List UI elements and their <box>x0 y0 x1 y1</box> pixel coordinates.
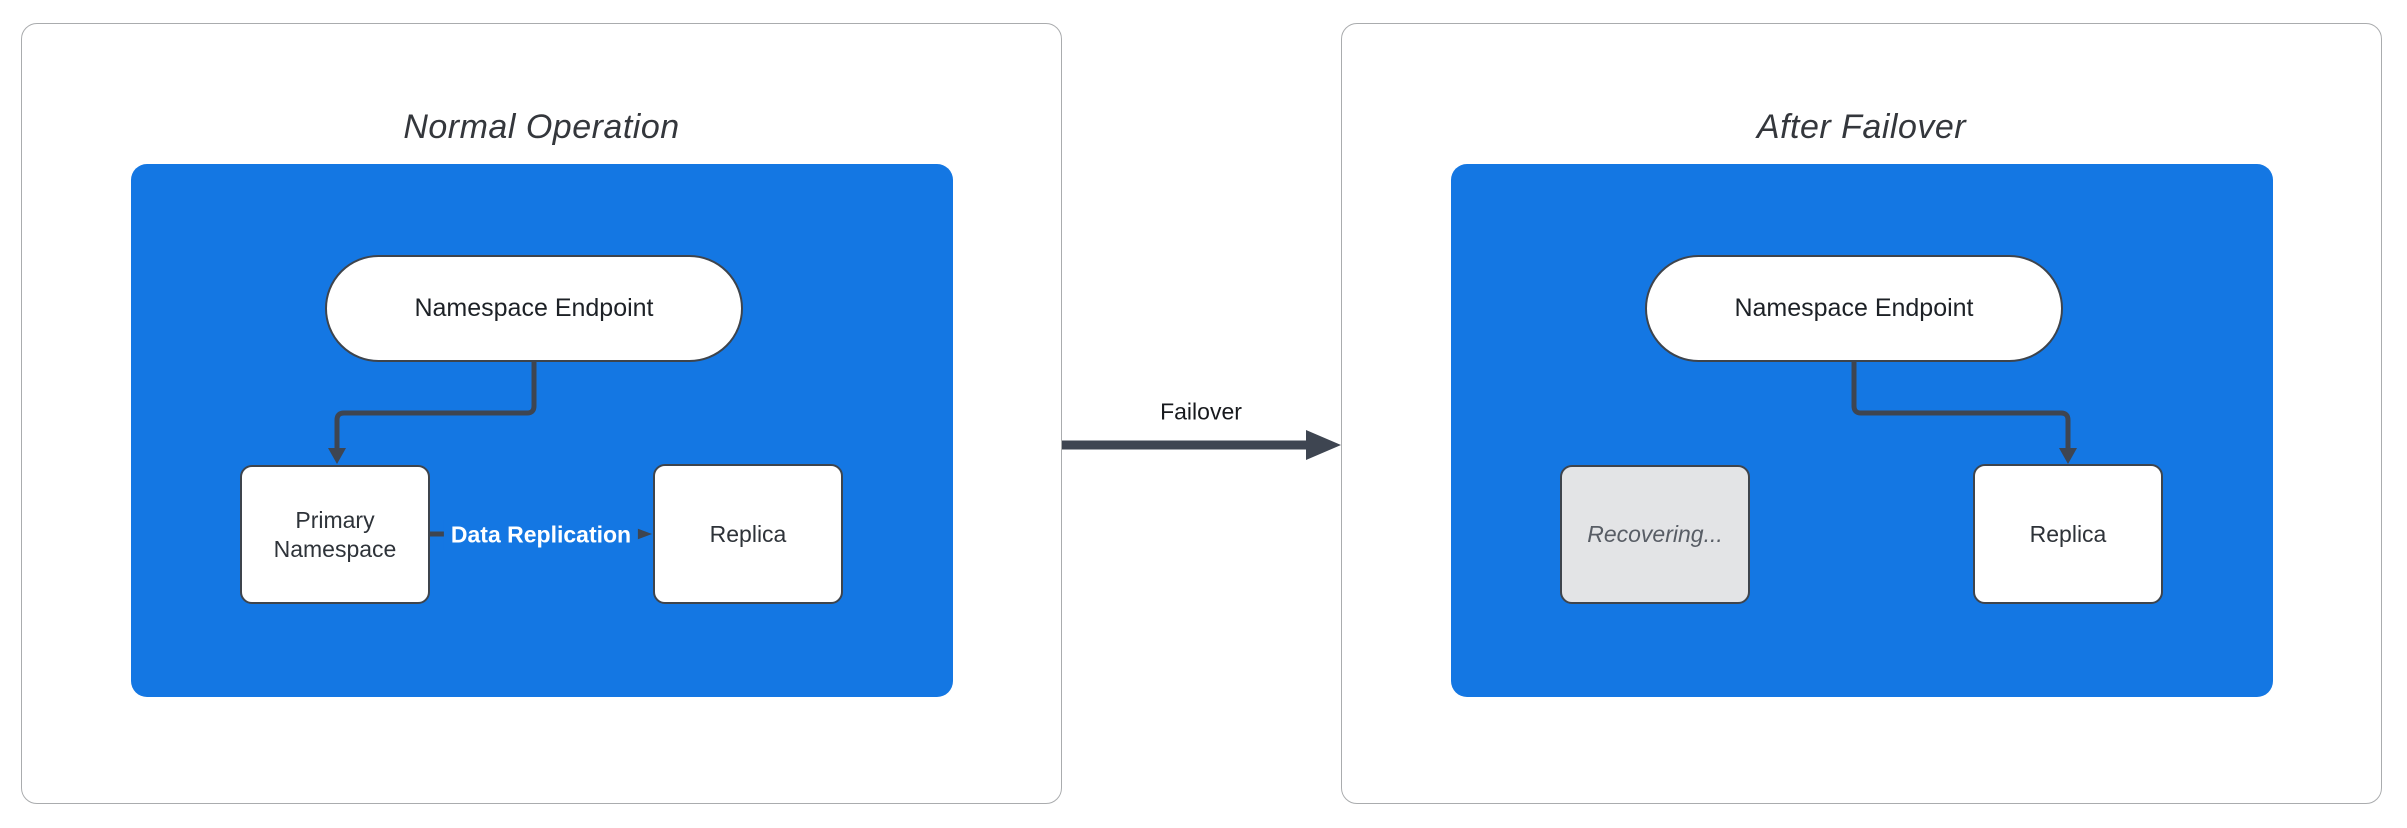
node-namespace-endpoint-normal: Namespace Endpoint <box>325 255 743 362</box>
namespace-container-normal: Namespace Endpoint Primary Namespace Rep… <box>131 164 953 697</box>
panel-title-normal-operation: Normal Operation <box>403 108 680 146</box>
failover-arrowhead-icon <box>1306 430 1341 460</box>
node-replica-failover: Replica <box>1973 464 2163 604</box>
node-primary-namespace: Primary Namespace <box>240 465 430 604</box>
node-replica-normal: Replica <box>653 464 843 604</box>
panel-after-failover: After Failover Namespace Endpoint Recove… <box>1341 23 2382 804</box>
node-label: Replica <box>709 520 787 547</box>
node-label: Namespace Endpoint <box>414 294 654 322</box>
node-label: Primary Namespace <box>273 506 397 562</box>
failover-label: Failover <box>1150 396 1252 428</box>
data-replication-label: Data Replication <box>443 519 639 551</box>
node-namespace-endpoint-failover: Namespace Endpoint <box>1645 255 2063 362</box>
node-recovering: Recovering... <box>1560 465 1750 604</box>
namespace-container-failover: Namespace Endpoint Recovering... Replica <box>1451 164 2273 697</box>
panel-normal-operation: Normal Operation Namespace Endpoint Prim… <box>21 23 1062 804</box>
panel-title-after-failover: After Failover <box>1756 108 1967 146</box>
node-label: Namespace Endpoint <box>1734 294 1974 322</box>
node-label: Replica <box>2029 520 2107 547</box>
node-label: Recovering... <box>1587 521 1723 547</box>
